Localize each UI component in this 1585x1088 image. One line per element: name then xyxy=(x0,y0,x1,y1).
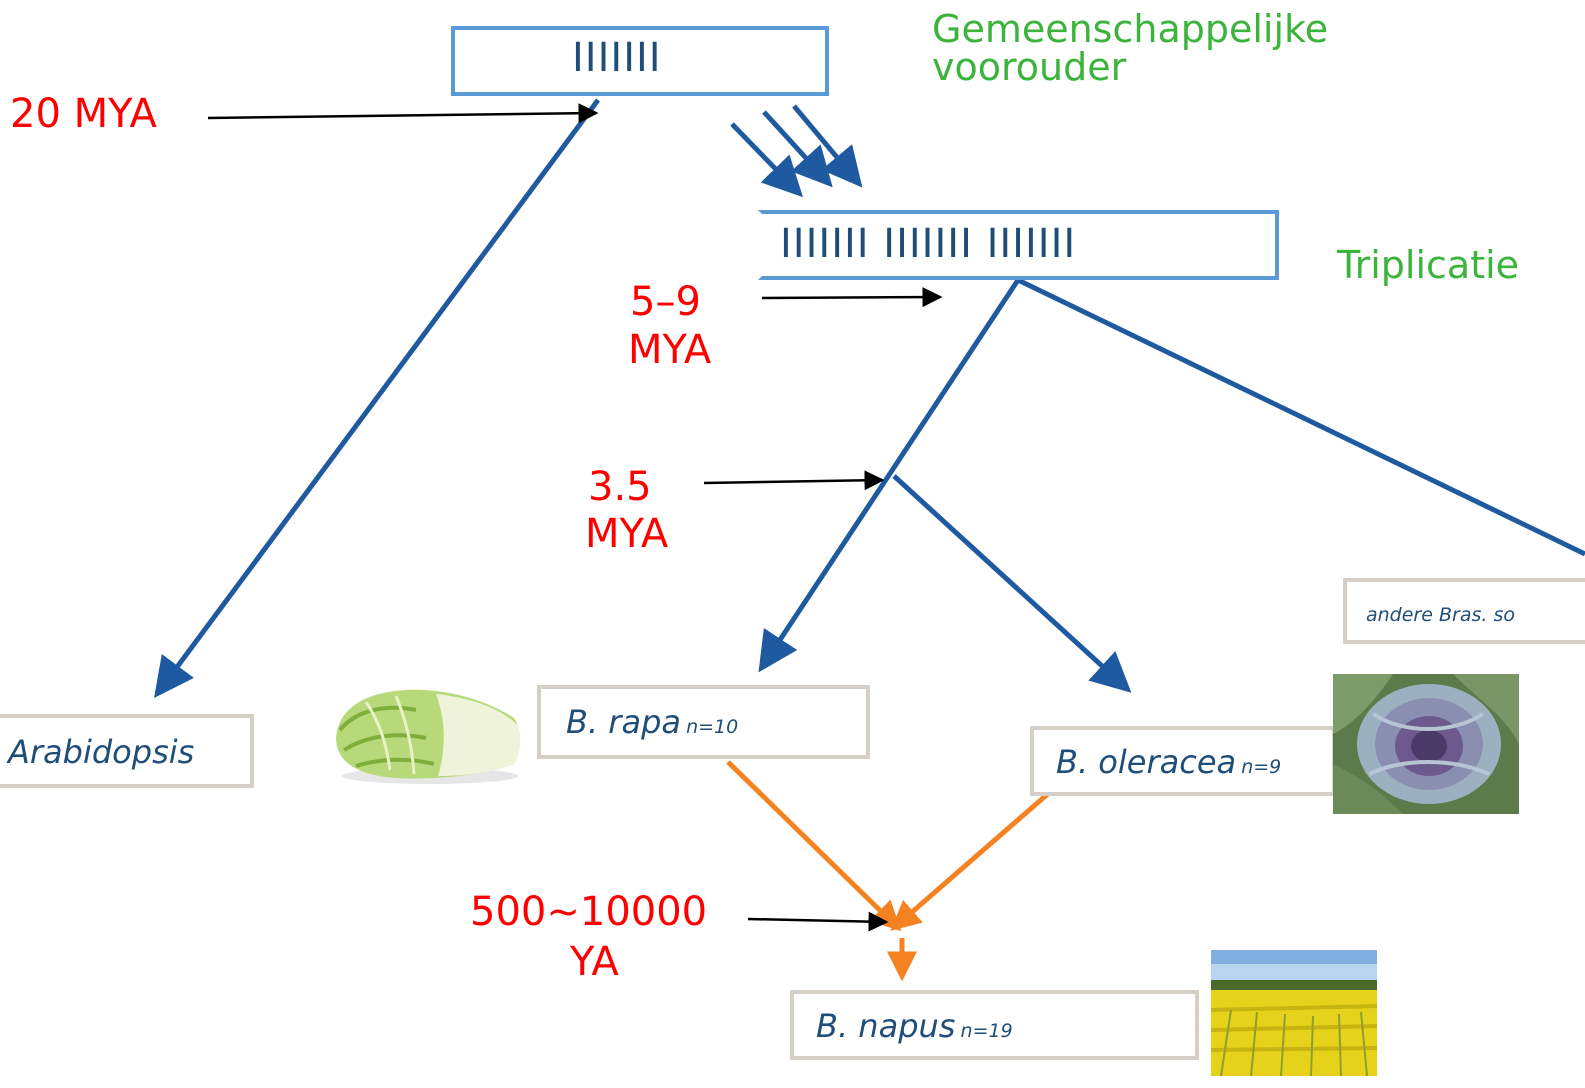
other-species-label: andere Bras. so xyxy=(1366,604,1515,626)
lineage-arrow-rapa xyxy=(758,278,1021,673)
napus-name: B. napus xyxy=(816,1007,956,1045)
oleracea-label: B. oleracea n=9 xyxy=(1056,746,1281,778)
triplication-arrow-1 xyxy=(730,122,803,198)
triplication-arrows xyxy=(730,104,863,198)
triplication-label: Triplicatie xyxy=(1337,243,1520,287)
pointer-ya xyxy=(747,911,889,932)
time-label-5-9-line1: 5–9 xyxy=(630,279,701,325)
napus-chromosome-number: n=19 xyxy=(960,1020,1013,1042)
rapa-chromosome-number: n=10 xyxy=(686,716,739,738)
triplicated-genome-box xyxy=(758,210,1279,280)
oleracea-chromosome-number: n=9 xyxy=(1241,756,1282,778)
lineage-line-other-species xyxy=(1016,277,1585,557)
time-label-3-5-line2: MYA xyxy=(585,511,669,557)
ancestor-genome-box xyxy=(451,26,829,96)
chinese-cabbage-photo xyxy=(326,680,526,790)
rapa-box xyxy=(537,685,870,759)
oleracea-box xyxy=(1030,726,1336,796)
rapeseed-field-photo xyxy=(1211,950,1377,1076)
triplication-arrow-2 xyxy=(762,110,833,188)
napus-label: B. napus n=19 xyxy=(816,1010,1013,1042)
pointer-5-9mya xyxy=(761,287,943,308)
other-species-box xyxy=(1343,578,1585,644)
oleracea-name: B. oleracea xyxy=(1056,743,1237,781)
time-label-ya-line1: 500~10000 xyxy=(470,889,708,935)
ancestor-label: Gemeenschappelijke voorouder xyxy=(932,7,1329,89)
time-label-3-5-line1: 3.5 xyxy=(588,464,652,510)
red-cabbage-photo xyxy=(1333,674,1519,814)
lineage-arrow-arabidopsis xyxy=(154,98,601,699)
hybrid-arrow-rapa xyxy=(726,760,902,932)
pointer-3-5mya xyxy=(703,470,885,491)
arabidopsis-box xyxy=(0,714,254,788)
time-label-ya-line2: YA xyxy=(570,939,619,985)
rapa-name: B. rapa xyxy=(566,703,681,741)
hybrid-arrow-oleracea xyxy=(890,790,1052,931)
time-label-20mya: 20 MYA xyxy=(10,91,157,137)
triplicated-genome-bars: IIIIIII IIIIIII IIIIIII xyxy=(780,221,1077,267)
ancestor-genome-bars: IIIIIII xyxy=(572,35,662,81)
pointer-20mya xyxy=(207,103,599,124)
triplication-arrow-3 xyxy=(792,104,863,188)
rapa-label: B. rapa n=10 xyxy=(566,706,738,738)
time-label-5-9-line2: MYA xyxy=(628,327,712,373)
arabidopsis-label: Arabidopsis xyxy=(8,733,195,771)
napus-box xyxy=(790,990,1199,1060)
lineage-arrow-oleracea xyxy=(892,474,1132,693)
